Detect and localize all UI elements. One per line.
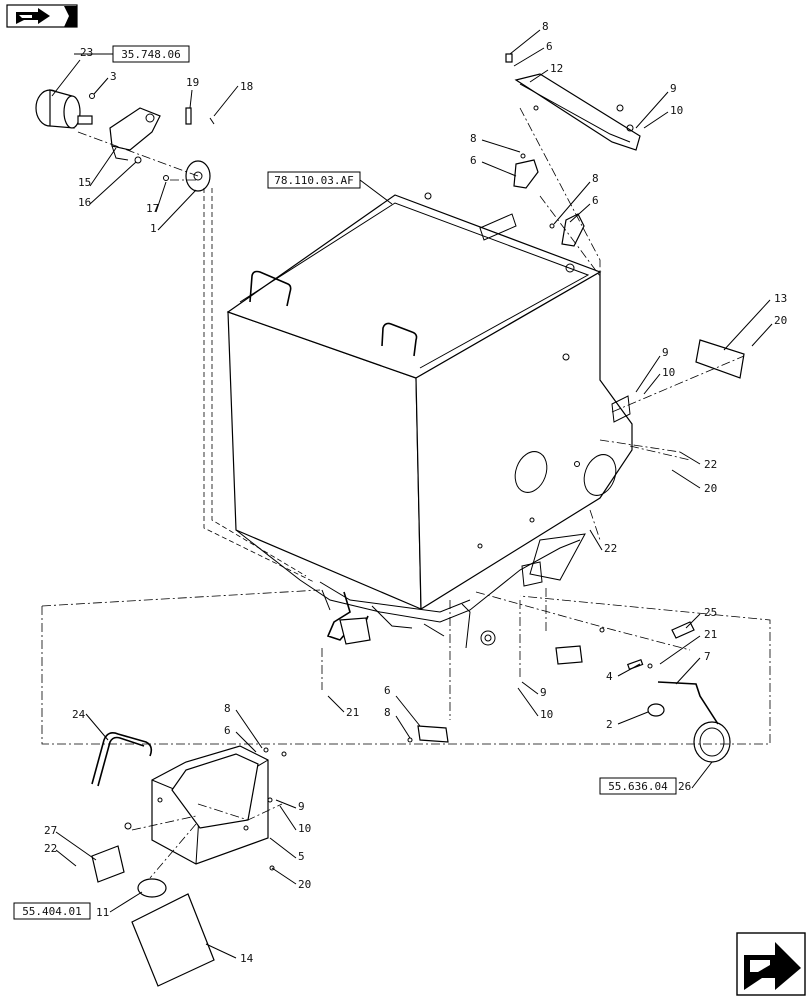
callout-number: 8	[592, 172, 599, 185]
callout-number: 26	[678, 780, 691, 793]
ref-box-55-404-01[interactable]	[13, 902, 91, 920]
prev-page-icon[interactable]	[6, 4, 78, 28]
cover-plate	[505, 53, 641, 151]
callout-number: 10	[670, 104, 683, 117]
callout-number: 20	[704, 482, 717, 495]
ref-label: 55.404.01	[22, 905, 82, 918]
callout-number: 22	[704, 458, 717, 471]
callout-number: 22	[44, 842, 57, 855]
callout-number: 25	[704, 606, 717, 619]
callout-number: 9	[670, 82, 677, 95]
callout-number: 8	[542, 20, 549, 33]
callout-number: 10	[298, 822, 311, 835]
callout-number: 24	[72, 708, 86, 721]
callout-number: 13	[774, 292, 787, 305]
ref-box-55-636-04[interactable]	[599, 777, 677, 795]
horn-assembly	[599, 621, 731, 763]
callout-number: 11	[96, 906, 109, 919]
callout-number: 6	[470, 154, 477, 167]
callout-number: 5	[298, 850, 305, 863]
callout-number: 4	[606, 670, 613, 683]
callout-number: 6	[384, 684, 391, 697]
callout-number: 1	[150, 222, 157, 235]
callout-number: 7	[704, 650, 711, 663]
callout-number: 6	[546, 40, 553, 53]
callout-number: 15	[78, 176, 91, 189]
reference-boxes[interactable]: 35.748.06 78.110.03.AF 55.636.04 55.404.…	[13, 45, 677, 920]
ref-label: 35.748.06	[121, 48, 181, 61]
callout-number: 21	[704, 628, 717, 641]
solenoid-assembly	[35, 89, 215, 192]
callout-number: 8	[470, 132, 477, 145]
callout-number: 23	[80, 46, 93, 59]
battery-cover	[91, 732, 287, 987]
callouts: 23 3 19 18 15 16 17 1 8 6 12 9 10 8 6 8 …	[44, 20, 787, 965]
callout-number: 9	[298, 800, 305, 813]
callout-number: 19	[186, 76, 199, 89]
assembly-lines	[41, 107, 771, 879]
callout-number: 18	[240, 80, 253, 93]
callout-number: 20	[774, 314, 787, 327]
callout-number: 9	[540, 686, 547, 699]
ref-label: 55.636.04	[608, 780, 668, 793]
callout-number: 3	[110, 70, 117, 83]
ref-label: 78.110.03.AF	[274, 174, 353, 187]
callout-number: 14	[240, 952, 254, 965]
callout-number: 22	[604, 542, 617, 555]
callout-number: 8	[224, 702, 231, 715]
callout-number: 10	[540, 708, 553, 721]
callout-number: 6	[592, 194, 599, 207]
callout-number: 16	[78, 196, 91, 209]
callout-number: 6	[224, 724, 231, 737]
callout-number: 2	[606, 718, 613, 731]
battery-box	[226, 192, 633, 649]
callout-number: 9	[662, 346, 669, 359]
callout-number: 10	[662, 366, 675, 379]
next-page-icon[interactable]	[736, 932, 806, 996]
callout-number: 20	[298, 878, 311, 891]
callout-number: 27	[44, 824, 57, 837]
latch-parts	[407, 153, 745, 743]
callout-number: 8	[384, 706, 391, 719]
callout-number: 12	[550, 62, 563, 75]
callout-number: 21	[346, 706, 359, 719]
